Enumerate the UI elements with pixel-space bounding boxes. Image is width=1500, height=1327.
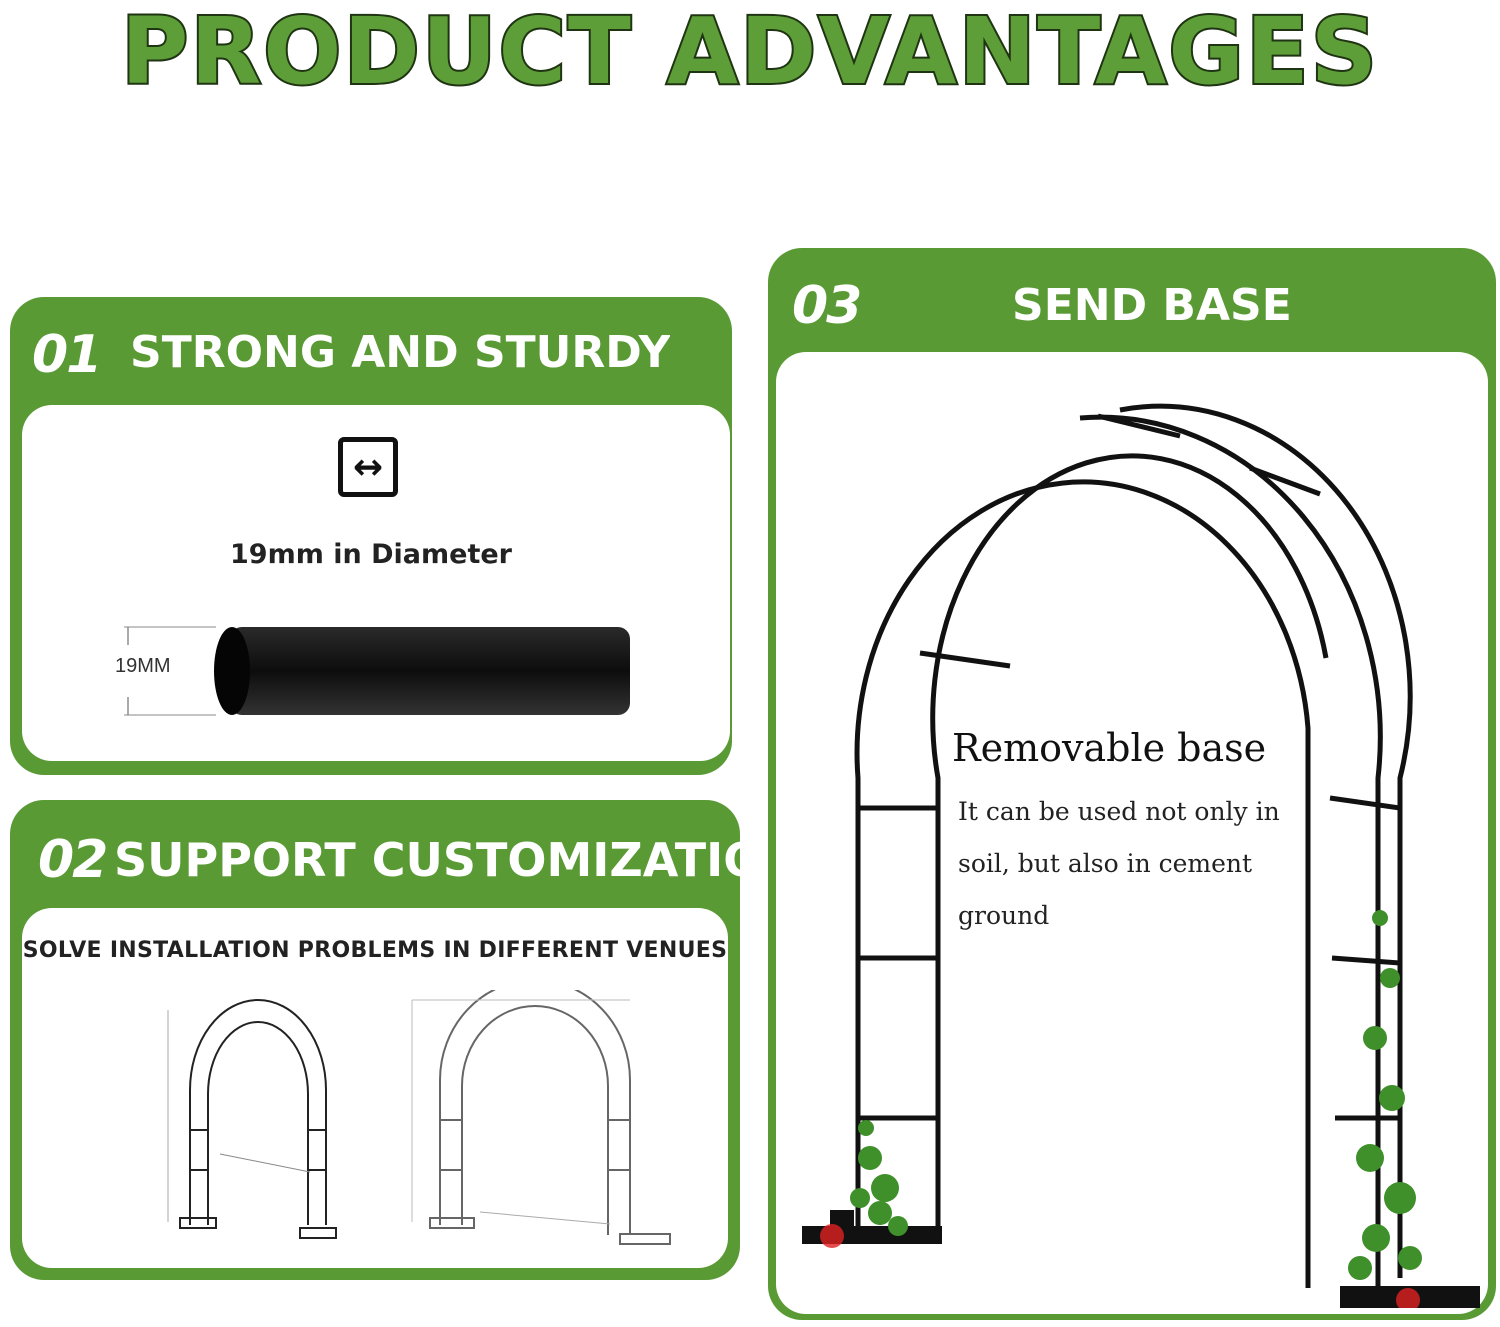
- feature-desc-line: It can be used not only in: [958, 797, 1280, 826]
- diameter-text: 19mm in Diameter: [230, 539, 512, 570]
- panel-send-base: 03 SEND BASE: [768, 248, 1496, 1320]
- panel-heading: SUPPORT CUSTOMIZATIO: [114, 833, 740, 887]
- panel-number: 02: [38, 830, 108, 890]
- panel-number: 01: [32, 325, 102, 385]
- panel-subheading: SOLVE INSTALLATION PROBLEMS IN DIFFERENT…: [22, 938, 728, 963]
- panel-heading: SEND BASE: [1012, 280, 1292, 331]
- resize-horizontal-icon: ↔: [338, 437, 398, 497]
- feature-desc-line: ground: [958, 901, 1050, 930]
- tube-dimension-label: 19MM: [115, 655, 171, 677]
- arch-variants-illustration: [167, 990, 671, 1245]
- feature-desc-line: soil, but also in cement: [958, 849, 1253, 878]
- tube-illustration: [124, 626, 630, 716]
- feature-description: It can be used not only in soil, but als…: [958, 786, 1328, 942]
- panel-strong-and-sturdy: 01 STRONG AND STURDY ↔ 19mm in Diameter …: [10, 297, 732, 775]
- garden-arch-illustration: [802, 403, 1480, 1308]
- panel-support-customization: 02 SUPPORT CUSTOMIZATIO SOLVE INSTALLATI…: [10, 800, 740, 1280]
- panel-number: 03: [792, 276, 862, 336]
- feature-title: Removable base: [952, 726, 1267, 770]
- page-title: PRODUCT ADVANTAGES: [119, 0, 1379, 106]
- panel-heading: STRONG AND STURDY: [130, 327, 671, 378]
- panel-content: [22, 908, 728, 1268]
